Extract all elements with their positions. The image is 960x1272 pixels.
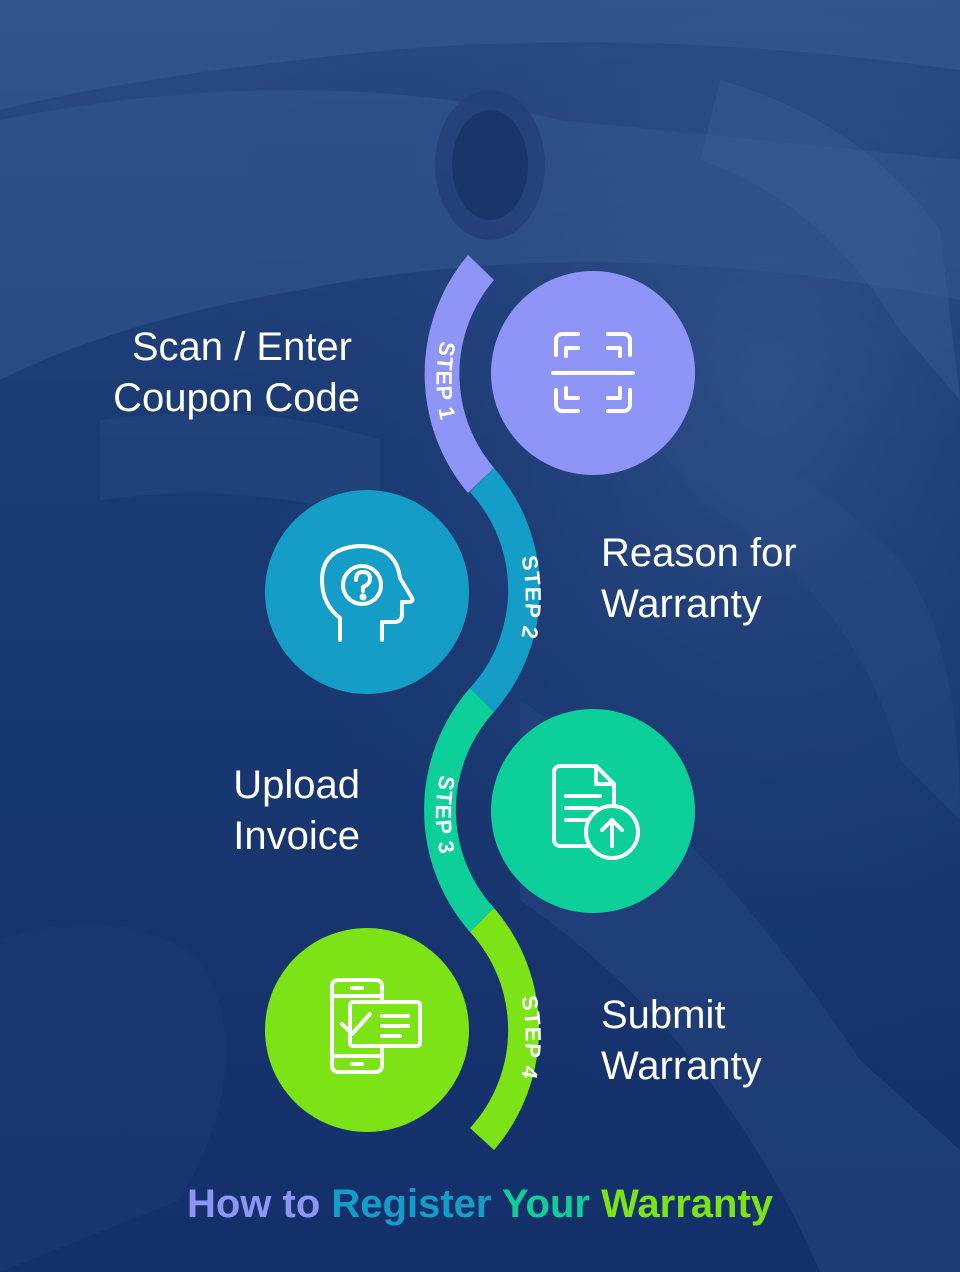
step-4-label: Submit Warranty: [601, 990, 901, 1092]
step-4-label-line2: Warranty: [601, 1044, 762, 1088]
title-part-3: Your: [501, 1182, 602, 1226]
title-part-1: How to: [186, 1182, 332, 1226]
step-2-circle: [265, 490, 469, 694]
step-3-circle: [491, 709, 695, 913]
step-1-label-line1: Scan / Enter: [131, 325, 352, 369]
step-3-label-line1: Upload: [233, 763, 360, 807]
step-1-circle: [491, 271, 695, 475]
step-4-circle: [265, 928, 469, 1132]
title-part-2: Register: [331, 1182, 502, 1226]
step-4-tag: STEP 4: [516, 993, 545, 1081]
step-2-label: Reason for Warranty: [601, 528, 901, 630]
phone-check-icon: [330, 978, 422, 1074]
qr-scan-icon: [551, 332, 635, 413]
document-upload-icon: [552, 764, 640, 860]
step-3-tag: STEP 3: [431, 774, 460, 857]
step-2-label-line1: Reason for: [601, 531, 797, 575]
step-1-label-line2: Coupon Code: [113, 376, 360, 420]
step-2-tag: STEP 2: [516, 553, 545, 641]
step-4-label-line1: Submit: [601, 993, 726, 1037]
step-1-tag: STEP 1: [431, 340, 460, 423]
step-3-arc: STEP 3: [424, 688, 494, 932]
step-4-arc: STEP 4: [470, 908, 545, 1150]
step-3-label-line2: Invoice: [233, 814, 360, 858]
page-title: How to Register Your Warranty: [0, 1180, 960, 1228]
title-part-4: Warranty: [601, 1182, 774, 1226]
step-2-arc: STEP 2: [470, 468, 545, 712]
head-question-icon: [320, 544, 415, 642]
step-1-arc: STEP 1: [424, 255, 494, 493]
step-2-label-line2: Warranty: [601, 582, 762, 626]
step-1-label: Scan / Enter Coupon Code: [80, 322, 360, 424]
step-3-label: Upload Invoice: [120, 760, 360, 862]
